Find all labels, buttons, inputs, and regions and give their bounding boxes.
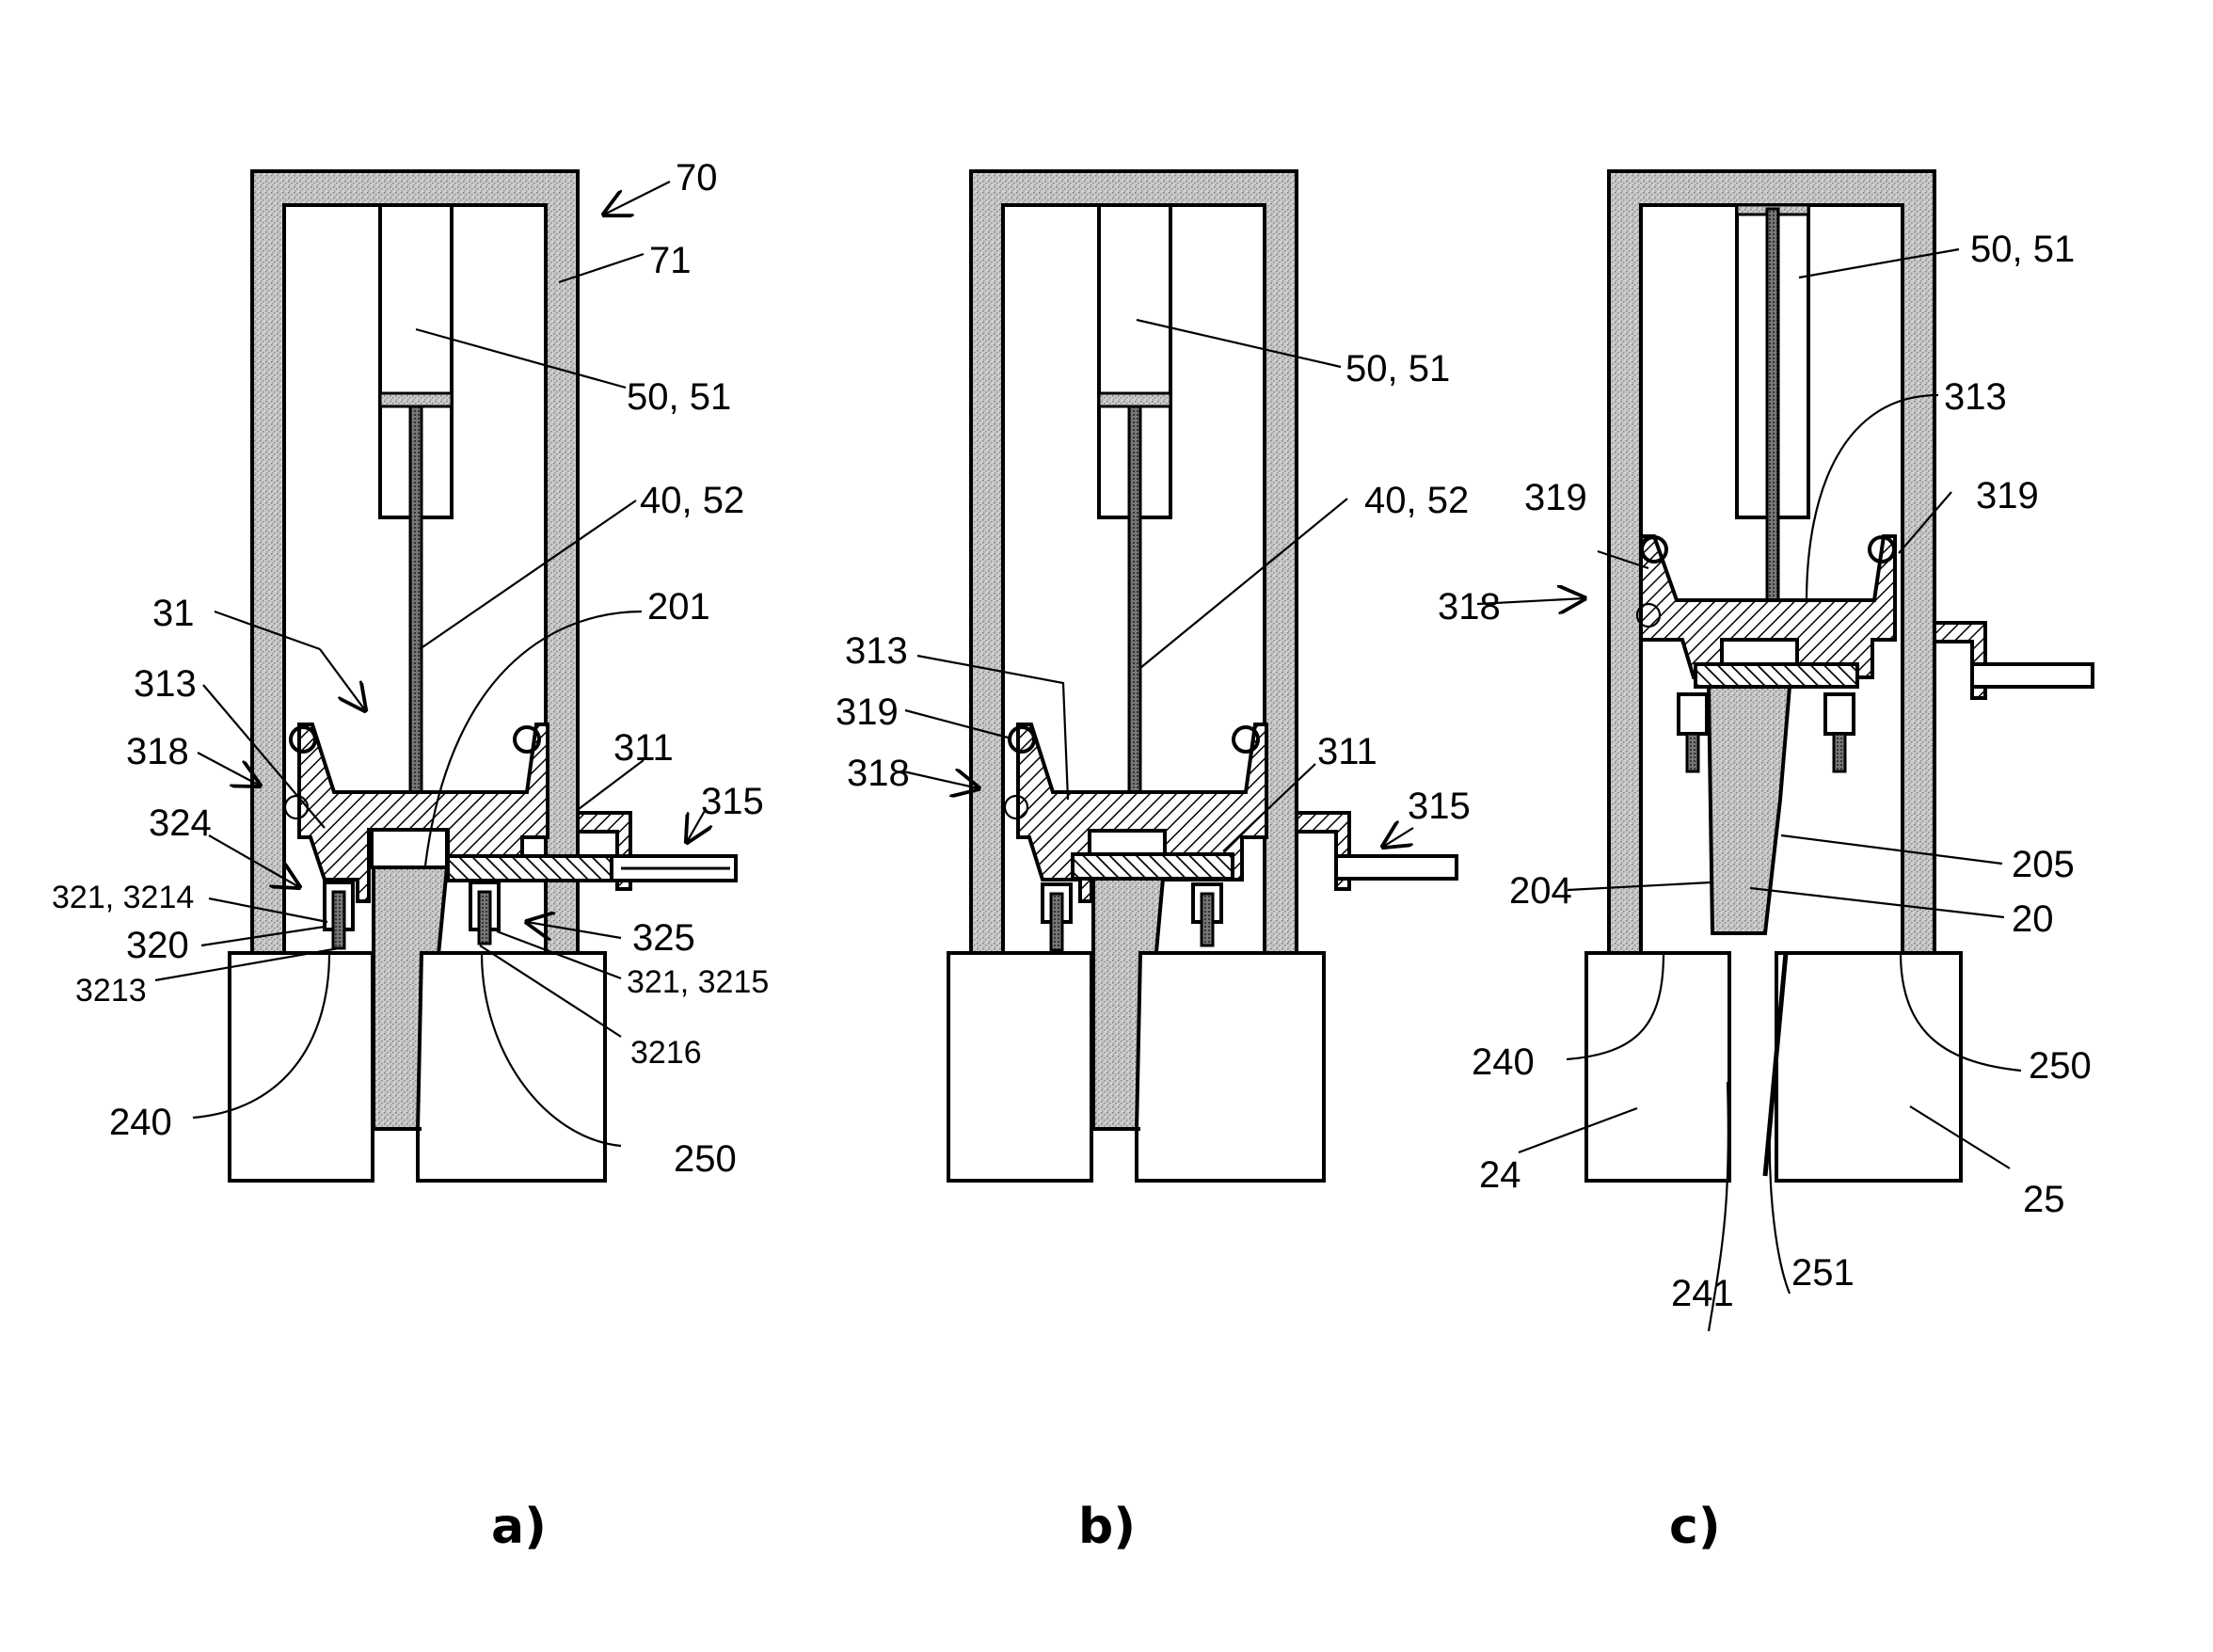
label-24: 24 [1479,1154,1521,1196]
block-24 [1584,951,1731,1183]
bolt-right [1191,882,1223,947]
clamp-bar [1694,662,1859,689]
holder-body [1639,534,1897,679]
label-318: 318 [847,753,910,794]
label-315: 315 [701,781,764,822]
label-313: 313 [845,630,908,672]
label-25: 25 [2023,1179,2065,1220]
label-320: 320 [126,925,189,966]
label-321-3215: 321, 3215 [627,964,769,1000]
panel-a: 70 71 50, 51 40, 52 31 313 318 324 321, … [52,157,769,1555]
pivot-left [1640,535,1668,564]
label-318: 318 [1438,586,1501,627]
slide-rod-315 [1970,662,2094,689]
block-24 [228,951,374,1183]
label-50-51: 50, 51 [1970,229,2075,270]
tool-top [1720,638,1799,666]
clamp-bar [1071,852,1234,881]
piston [378,391,454,408]
block-25 [1775,951,1963,1183]
pivot-left [289,725,317,754]
caption-b: b) [1078,1499,1136,1555]
piston [1097,391,1172,408]
label-50-51: 50, 51 [627,376,731,418]
label-40-52: 40, 52 [1364,480,1469,521]
bolt-left [1677,692,1709,773]
rod [1127,405,1142,796]
pivot-left [1008,725,1036,754]
label-251: 251 [1791,1252,1855,1294]
pivot-left-low [1635,602,1662,628]
label-315: 315 [1408,786,1471,827]
caption-a: a) [491,1499,547,1555]
label-205: 205 [2012,844,2075,885]
block-25 [1135,951,1326,1183]
label-311: 311 [613,727,674,769]
label-318: 318 [126,731,189,772]
label-250: 250 [2029,1045,2092,1087]
bolt-left [1041,882,1073,952]
label-241: 241 [1671,1273,1734,1314]
label-201: 201 [647,586,710,627]
tool-top [370,828,449,869]
block-24 [947,951,1093,1183]
pivot-right [513,725,541,754]
label-204: 204 [1509,870,1572,912]
pivot-right [1868,535,1896,564]
label-319-left: 319 [1524,477,1587,518]
pivot-left-low [1003,794,1029,820]
label-20: 20 [2012,898,2054,940]
label-311: 311 [1317,731,1377,772]
rod [1765,207,1780,606]
panel-b: 50, 51 40, 52 313 319 318 311 315 b) [836,169,1471,1555]
label-40-52: 40, 52 [640,480,744,521]
rod [408,405,423,796]
label-71: 71 [649,240,692,281]
label-3216: 3216 [630,1035,702,1071]
label-319: 319 [836,691,899,733]
panel-c: 50, 51 313 319 319 318 205 204 20 240 25… [1438,169,2094,1555]
pivot-right [1232,725,1260,754]
label-240: 240 [109,1102,172,1143]
label-70: 70 [676,157,718,199]
label-313: 313 [134,663,197,705]
label-3213: 3213 [75,973,147,1009]
tool-wedge [1706,685,1792,935]
label-325: 325 [632,917,695,959]
label-324: 324 [149,802,212,844]
label-50-51: 50, 51 [1345,348,1450,389]
clamp-bar [446,854,614,882]
bolt-right [469,881,501,945]
label-319-right: 319 [1976,475,2039,516]
label-250: 250 [674,1138,737,1180]
label-31: 31 [152,593,195,634]
bolt-right [1823,692,1855,773]
bolt-left [323,881,355,950]
label-321-3214: 321, 3214 [52,880,194,915]
slide-rod-315 [1334,854,1458,881]
label-313: 313 [1944,376,2007,418]
caption-c: c) [1669,1499,1721,1555]
label-240: 240 [1472,1041,1535,1083]
